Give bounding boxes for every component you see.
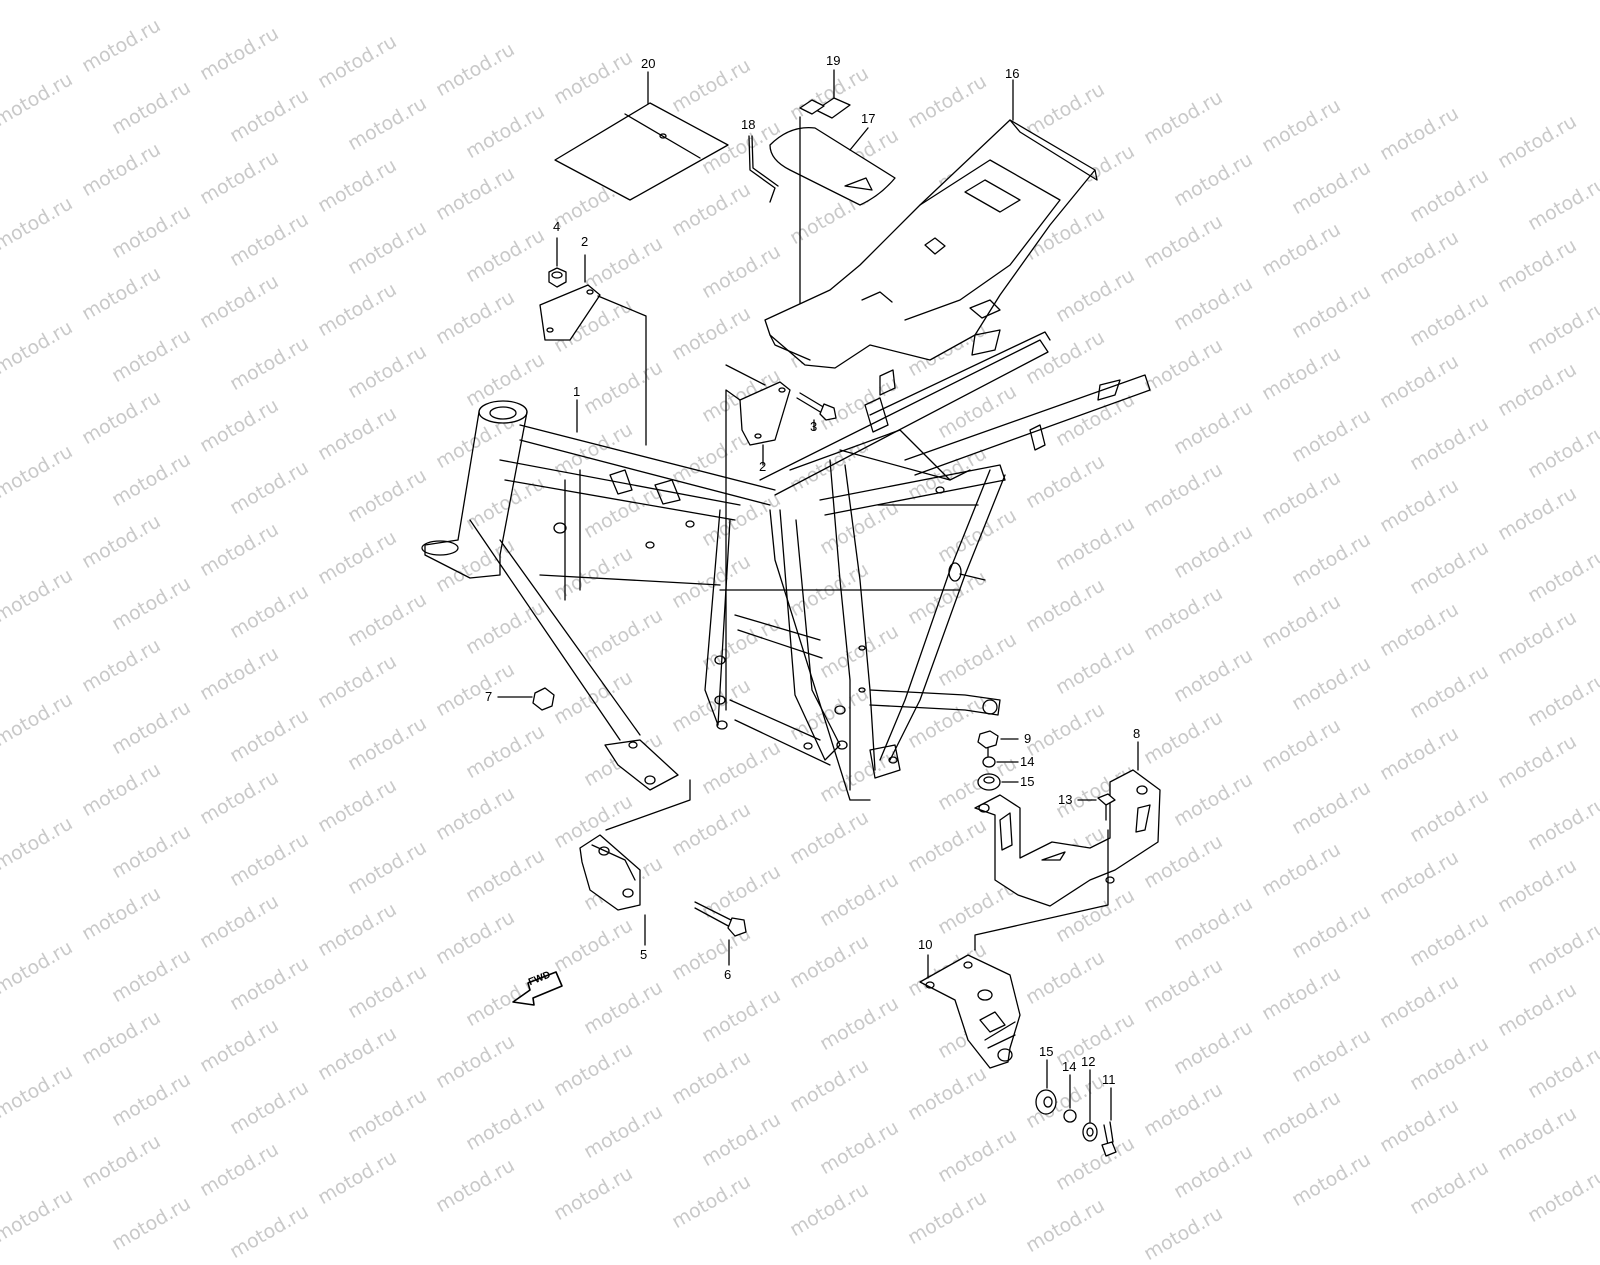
- watermark-text: motod.ru: [226, 1200, 313, 1264]
- callout-3: 3: [810, 419, 818, 434]
- part-3-bolt: [797, 393, 836, 430]
- callout-5: 5: [640, 947, 648, 962]
- part-16-rear-fender: [765, 80, 1097, 368]
- fwd-arrow-icon: [513, 972, 562, 1005]
- callout-14-upper: 14: [1020, 754, 1035, 769]
- callout-15-upper: 15: [1020, 774, 1035, 789]
- part-15-rubber-lower: [1036, 1060, 1056, 1114]
- callout-19: 19: [826, 53, 841, 68]
- part-2-bracket-lower: [726, 365, 790, 710]
- callout-4: 4: [553, 219, 561, 234]
- callout-15-lower: 15: [1039, 1044, 1054, 1059]
- frame-exploded-view: [0, 0, 1600, 1200]
- part-19-strap: [800, 70, 850, 118]
- watermark-text: motod.ru: [1140, 1202, 1227, 1265]
- callout-2-lower: 2: [759, 459, 767, 474]
- callout-16: 16: [1005, 66, 1020, 81]
- part-4-nut: [549, 238, 566, 287]
- part-17-pad: [770, 128, 895, 205]
- callout-17: 17: [861, 111, 876, 126]
- callout-8: 8: [1133, 726, 1141, 741]
- callout-2-upper: 2: [581, 234, 589, 249]
- part-2-bracket-upper: [540, 255, 646, 445]
- callout-6: 6: [724, 967, 732, 982]
- callout-13: 13: [1058, 792, 1073, 807]
- callout-12: 12: [1081, 1054, 1096, 1069]
- watermark-text: motod.ru: [1022, 1194, 1109, 1258]
- callout-11: 11: [1102, 1072, 1116, 1087]
- callout-20: 20: [641, 56, 656, 71]
- callout-18: 18: [741, 117, 756, 132]
- part-11-bolt: [1102, 1088, 1116, 1156]
- part-15-rubber-upper: [978, 774, 1018, 790]
- part-1-main-frame: [422, 330, 1150, 800]
- callout-9: 9: [1024, 731, 1032, 746]
- part-13-screw: [975, 794, 1115, 950]
- callout-14-lower: 14: [1062, 1059, 1077, 1074]
- part-12-washer: [1083, 1070, 1097, 1141]
- callout-7: 7: [485, 689, 493, 704]
- part-18-rod: [749, 136, 778, 202]
- part-9-bolt: [978, 731, 1018, 756]
- callout-1: 1: [573, 384, 581, 399]
- part-7-nut: [498, 688, 554, 710]
- part-8-bracket: [975, 742, 1160, 906]
- part-6-bolt: [695, 902, 746, 965]
- part-14-washer-lower: [1064, 1075, 1076, 1122]
- part-14-washer-upper: [983, 757, 1018, 767]
- part-5-bracket: [580, 780, 690, 945]
- callout-10: 10: [918, 937, 933, 952]
- watermark-text: motod.ru: [108, 1192, 195, 1256]
- part-10-plate: [920, 955, 1020, 1068]
- part-20-plate: [555, 72, 728, 200]
